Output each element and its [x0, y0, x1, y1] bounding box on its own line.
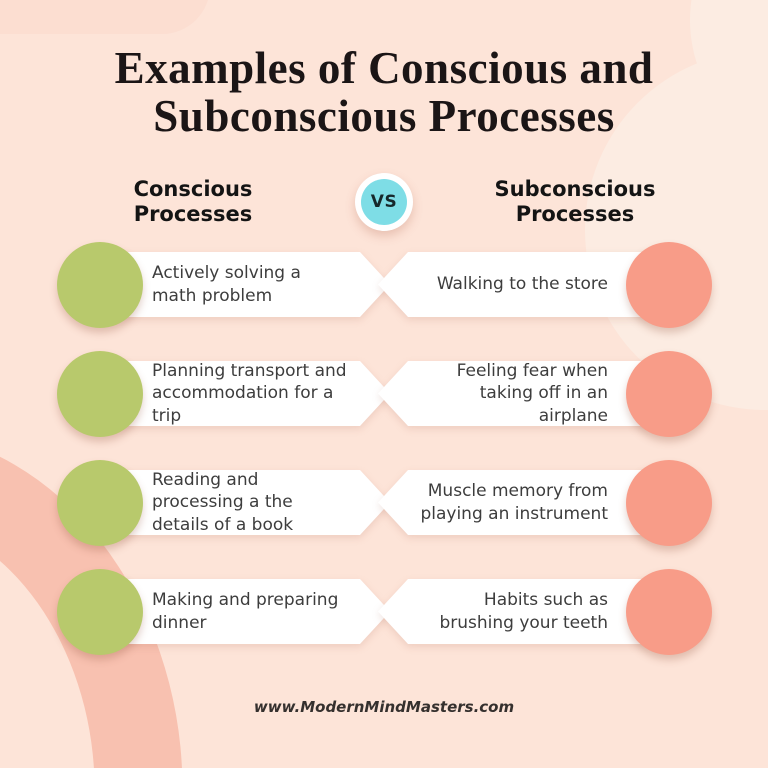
column-header-subconscious: Subconscious Processes — [494, 176, 656, 226]
salmon-dot-icon — [626, 569, 712, 655]
comparison-header: Conscious Processes VS Subconscious Proc… — [0, 170, 768, 234]
page-title: Examples of Conscious and Subconscious P… — [114, 43, 654, 142]
comparison-row: Actively solving a math problem Walking … — [0, 242, 768, 328]
comparison-row: Planning transport and accommodation for… — [0, 351, 768, 437]
comparison-row: Making and preparing dinner Habits such … — [0, 569, 768, 655]
green-dot-icon — [57, 242, 143, 328]
website-url: www.ModernMindMasters.com — [253, 698, 515, 716]
comparison-row: Reading and processing a the details of … — [0, 460, 768, 546]
salmon-dot-icon — [626, 351, 712, 437]
salmon-dot-icon — [626, 460, 712, 546]
vs-badge-label: VS — [361, 179, 407, 225]
column-header-conscious: Conscious Processes — [133, 176, 253, 226]
vs-badge: VS — [355, 173, 413, 231]
green-dot-icon — [57, 569, 143, 655]
corner-blob-top-left — [0, 0, 210, 34]
green-dot-icon — [57, 460, 143, 546]
green-dot-icon — [57, 351, 143, 437]
salmon-dot-icon — [626, 242, 712, 328]
